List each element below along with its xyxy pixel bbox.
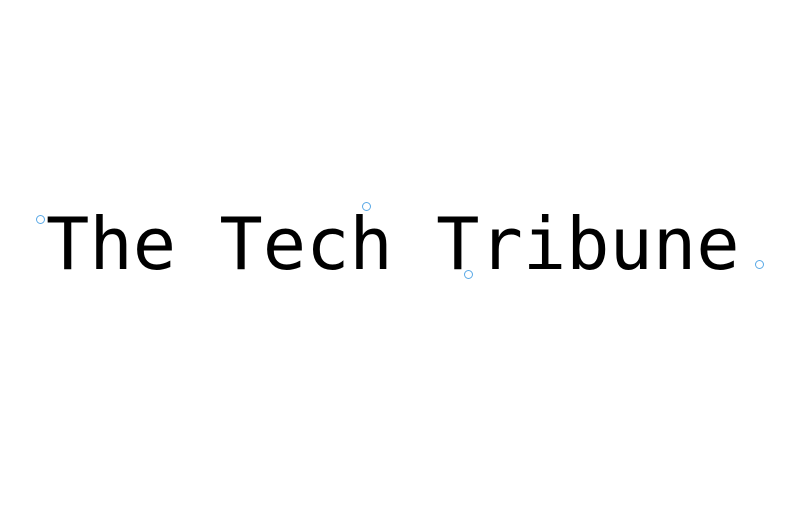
headline-text[interactable]: The Tech Tribune [46,202,740,286]
selection-handle-bottom-middle[interactable] [464,270,473,279]
selection-handle-right[interactable] [755,260,764,269]
selection-handle-top-left[interactable] [36,215,45,224]
selection-handle-top-middle[interactable] [362,202,371,211]
